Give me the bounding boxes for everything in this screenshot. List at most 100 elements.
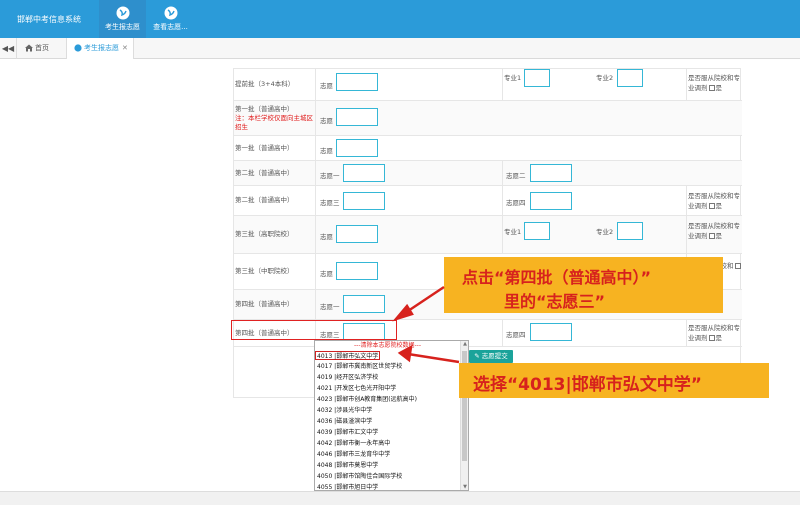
major1-label: 专业1 [504, 228, 522, 236]
field-label: 志愿四 [506, 331, 526, 339]
form-row: 第二批（普通高中） 志愿一 志愿二 [234, 161, 742, 186]
volunteer-form: 提前批（3+4本科） 志愿 专业1 专业2 是否服从院校和专业调剂是 第一批（普… [233, 68, 742, 398]
row-note: 注：本栏学校仅面向主城区招生 [235, 113, 313, 131]
dropdown-option[interactable]: 4036 |磁县滏滨中学 [317, 418, 373, 425]
choice-input[interactable] [336, 108, 378, 126]
choice-input[interactable] [530, 323, 572, 341]
scroll-thumb[interactable] [462, 351, 467, 461]
back-double-arrow-icon[interactable]: ◀◀ [0, 38, 17, 59]
adjust-option: 是否服从院校和专业调剂是 [688, 324, 740, 342]
major1-label: 专业1 [504, 74, 522, 82]
major1-input[interactable] [524, 222, 550, 240]
major2-label: 专业2 [596, 74, 614, 82]
row-label: 提前批（3+4本科） [235, 80, 295, 88]
row-label: 第四批（普通高中） [235, 328, 294, 337]
field-label: 志愿一 [320, 303, 340, 311]
field-label: 志愿三 [320, 331, 340, 339]
nav-apply-label: 考生报志愿 [105, 23, 140, 31]
choice-input[interactable] [336, 73, 378, 91]
dropdown-scrollbar[interactable]: ▲ ▼ [460, 341, 468, 490]
submit-label: 志愿提交 [481, 352, 508, 360]
tab-home-label: 首页 [35, 44, 49, 52]
dropdown-option[interactable]: 4032 |涉县光华中学 [317, 407, 373, 414]
dropdown-option[interactable]: 4039 |邯郸市汇文中学 [317, 429, 379, 436]
major2-input[interactable] [617, 69, 643, 87]
row-label: 第三批（高职院校） [235, 230, 294, 238]
form-row: 第一批（普通高中）注：本栏学校仅面向主城区招生 志愿 [234, 101, 742, 136]
globe-icon [116, 6, 129, 20]
choice-input[interactable] [336, 139, 378, 157]
adjust-option: 是否服从院校和专业调剂是 [688, 222, 740, 240]
globe-icon [74, 44, 82, 52]
edit-icon: ✎ [474, 352, 482, 360]
adjust-checkbox[interactable] [734, 263, 741, 269]
tab-home[interactable]: 首页 [25, 38, 49, 59]
row-label: 第一批（普通高中） [235, 143, 294, 152]
tab-close-icon[interactable]: ✕ [122, 44, 128, 52]
home-icon [25, 44, 33, 52]
adjust-option: 是否服从院校和专业调剂是 [688, 74, 740, 92]
dropdown-option[interactable]: 4023 |邯郸市创A教育集团(远航高中) [317, 396, 417, 403]
submit-button[interactable]: ✎ 志愿提交 [469, 350, 513, 363]
major2-input[interactable] [617, 222, 643, 240]
row-label: 第四批（普通高中） [235, 300, 294, 308]
choice-input[interactable] [343, 192, 385, 210]
adjust-option: 是否服从院校和专业调剂是 [688, 192, 740, 210]
instruction-callout-1: 点击“第四批（普通高中）” 里的“志愿三” [444, 257, 723, 313]
adjust-checkbox[interactable] [708, 233, 715, 239]
clear-option[interactable]: ---清除本志愿院校数据--- [354, 342, 421, 349]
choice-input[interactable] [336, 225, 378, 243]
major2-label: 专业2 [596, 228, 614, 236]
choice-input[interactable] [343, 164, 385, 182]
row-label: 第一批（普通高中）注：本栏学校仅面向主城区招生 [235, 104, 313, 131]
form-row: 提前批（3+4本科） 志愿 专业1 专业2 是否服从院校和专业调剂是 [234, 69, 742, 101]
adjust-checkbox[interactable] [708, 203, 715, 209]
field-label: 志愿 [320, 233, 333, 241]
highlight-box [231, 320, 397, 340]
nav-view-button[interactable]: 查看志愿... [147, 0, 194, 38]
dropdown-option[interactable]: 4042 |邯郸市衡一永年高中 [317, 440, 391, 447]
row-label: 第二批（普通高中） [235, 196, 294, 204]
field-label: 志愿二 [506, 172, 526, 180]
top-bar: 邯郸中考信息系统 考生报志愿 查看志愿... [0, 0, 800, 38]
form-row: 第一批（普通高中） 志愿 [234, 136, 742, 161]
field-label: 志愿 [320, 270, 333, 278]
field-label: 志愿 [320, 117, 333, 125]
dropdown-option[interactable]: 4055 |邯郸市旭日中学 [317, 484, 379, 491]
row-label: 第二批（普通高中） [235, 168, 294, 177]
choice-input[interactable] [343, 295, 385, 313]
dropdown-option[interactable]: 4013 |邯郸市弘文中学 [315, 351, 381, 360]
tab-apply-label: 考生报志愿 [84, 44, 119, 52]
instruction-line-2: 里的“志愿三” [504, 292, 606, 311]
choice-input[interactable] [336, 262, 378, 280]
dropdown-option[interactable]: 4046 |邯郸市三龙育华中学 [317, 451, 391, 458]
field-label: 志愿四 [506, 199, 526, 207]
dropdown-option[interactable]: 4050 |邯郸市馆陶佳合国际学校 [317, 473, 403, 480]
choice-input[interactable] [530, 164, 572, 182]
field-label: 志愿三 [320, 199, 340, 207]
dropdown-option[interactable]: 4017 |邯郸市冀南新区世贸学校 [317, 363, 403, 370]
globe-icon [164, 6, 177, 20]
nav-apply-button[interactable]: 考生报志愿 [99, 0, 146, 38]
app-title: 邯郸中考信息系统 [17, 15, 81, 24]
adjust-checkbox[interactable] [708, 85, 715, 91]
bottom-bar [0, 491, 800, 505]
scroll-up-icon[interactable]: ▲ [463, 341, 467, 347]
nav-view-label: 查看志愿... [153, 23, 188, 31]
dropdown-option[interactable]: 4019 |经开区弘济学校 [317, 374, 379, 381]
school-dropdown[interactable]: ---清除本志愿院校数据--- 4013 |邯郸市弘文中学 4017 |邯郸市冀… [314, 340, 469, 491]
dropdown-option[interactable]: 4048 |邯郸市莫恩中学 [317, 462, 379, 469]
dropdown-option[interactable]: 4021 |开发区七色光开阳中学 [317, 385, 397, 392]
adjust-checkbox[interactable] [708, 335, 715, 341]
scroll-down-icon[interactable]: ▼ [463, 484, 467, 490]
instruction-line-1: 点击“第四批（普通高中）” [462, 268, 652, 287]
tab-bar: ◀◀ 首页 考生报志愿✕ [0, 38, 800, 59]
form-row: 第二批（普通高中） 志愿三 志愿四 是否服从院校和专业调剂是 [234, 186, 742, 216]
instruction-step2: 选择“4013|邯郸市弘文中学” [473, 375, 702, 395]
choice-input[interactable] [530, 192, 572, 210]
major1-input[interactable] [524, 69, 550, 87]
instruction-callout-2: 选择“4013|邯郸市弘文中学” [459, 363, 769, 398]
field-label: 志愿 [320, 147, 333, 155]
field-label: 志愿 [320, 82, 333, 90]
tab-apply[interactable]: 考生报志愿✕ [66, 38, 134, 59]
